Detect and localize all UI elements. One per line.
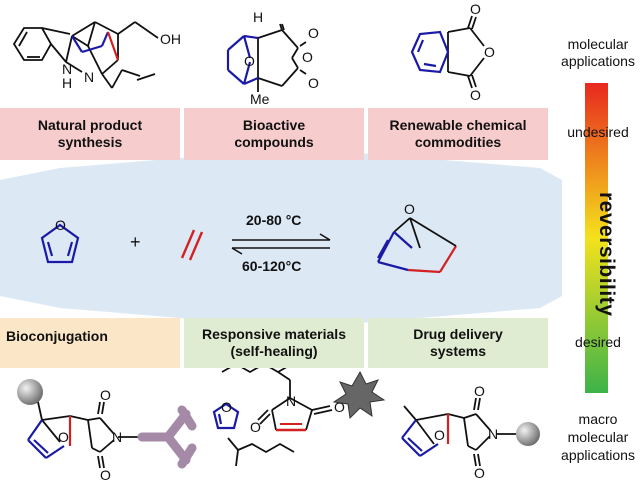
reaction-panel <box>0 148 562 328</box>
category-line: synthesis <box>57 134 123 150</box>
bioconjugation-bottom-o: O <box>100 467 111 483</box>
bioactive-carbonyl-o-top: O <box>308 25 319 41</box>
drug-delivery-structure <box>403 397 516 467</box>
scale-bottom-label: macro molecular applications <box>552 410 644 464</box>
forward-condition: 20-80 °C <box>246 212 302 228</box>
bioconjugation-blue-bonds <box>27 419 65 459</box>
category-line: (self-healing) <box>230 343 318 359</box>
me-label: Me <box>250 91 270 107</box>
bioactive-h-label: H <box>253 9 263 25</box>
drug-delivery-top-o: O <box>474 383 485 399</box>
bioactive-ring-o: O <box>302 49 313 65</box>
scale-line: molecular <box>567 429 629 445</box>
category-line: Drug delivery <box>413 326 503 342</box>
furan-o-label: O <box>55 217 66 233</box>
furan-structure <box>40 223 80 264</box>
scale-line: macro <box>578 411 618 427</box>
stimulus-star-icon <box>332 370 386 420</box>
nh-n-label: N <box>62 61 72 77</box>
category-line: Bioactive <box>242 117 306 133</box>
bioconjugation-o-label: O <box>58 429 69 445</box>
natural-product-structure <box>12 21 159 89</box>
bioactive-blue-bonds <box>226 34 259 86</box>
responsive-furan <box>212 402 240 430</box>
scale-line: applications <box>561 53 635 69</box>
renewable-blue-ring <box>410 30 450 74</box>
category-line: systems <box>429 343 487 359</box>
natural-product-highlight-bonds <box>71 31 110 54</box>
natural-product-red-bond <box>106 31 120 61</box>
category-line: Bioconjugation <box>6 328 108 344</box>
desired-label: desired <box>575 334 621 350</box>
category-line: Responsive materials <box>202 326 346 342</box>
scale-top-label: molecular applications <box>552 36 644 70</box>
oxanorbornene-red-bonds <box>407 245 457 274</box>
oxanorbornene-black-bonds <box>393 217 421 249</box>
scale-line: molecular <box>567 36 629 52</box>
responsive-n-label: N <box>286 393 296 409</box>
renewable-ring-o: O <box>484 44 495 60</box>
bioconjugation-n-label: N <box>112 429 122 445</box>
undesired-label: undesired <box>567 124 629 140</box>
scale-line: applications <box>561 447 635 463</box>
drug-delivery-o-label: O <box>434 427 445 443</box>
drug-delivery-n-label: N <box>488 426 498 442</box>
product-o-label: O <box>404 201 415 217</box>
renewable-top-o: O <box>470 1 481 17</box>
responsive-furan-o: O <box>221 399 232 415</box>
drug-delivery-blue-bonds <box>401 419 439 457</box>
antibody-icon <box>137 405 197 469</box>
drug-delivery-bottom-o: O <box>474 465 485 481</box>
oxanorbornene-blue-bonds <box>377 231 413 272</box>
bioactive-structure <box>257 23 307 92</box>
category-line: Renewable chemical <box>389 117 527 133</box>
bioactive-carbonyl-o-bottom: O <box>308 75 319 91</box>
category-line: Natural product <box>37 117 143 133</box>
responsive-o-right: O <box>334 399 345 415</box>
category-bioconjugation: Bioconjugation <box>0 318 180 368</box>
plus-sign: + <box>130 232 141 252</box>
reverse-condition: 60-120°C <box>242 258 302 274</box>
n-label: N <box>84 69 94 85</box>
nh-h-label: H <box>62 75 72 91</box>
drug-delivery-sphere <box>516 422 540 446</box>
bioconjugation-top-o: O <box>100 387 111 403</box>
category-line: commodities <box>414 134 502 150</box>
bioconjugation-sphere <box>17 379 43 405</box>
reversibility-axis-label: reversibility <box>595 192 618 317</box>
responsive-materials-structure <box>221 362 333 467</box>
oxanorbornene-bridge <box>409 217 457 247</box>
category-responsive-materials: Responsive materials(self-healing) <box>184 318 364 368</box>
responsive-o-left: O <box>250 419 261 435</box>
reversibility-gradient-bar <box>585 83 608 393</box>
renewable-structure <box>447 15 485 89</box>
alkene-structure <box>180 229 204 261</box>
bioconjugation-structure <box>37 401 140 469</box>
renewable-bottom-o: O <box>470 87 481 103</box>
bioactive-o-label: O <box>244 53 255 69</box>
equilibrium-arrows <box>231 233 331 255</box>
category-line: compounds <box>234 134 314 150</box>
oh-label: OH <box>160 31 181 47</box>
